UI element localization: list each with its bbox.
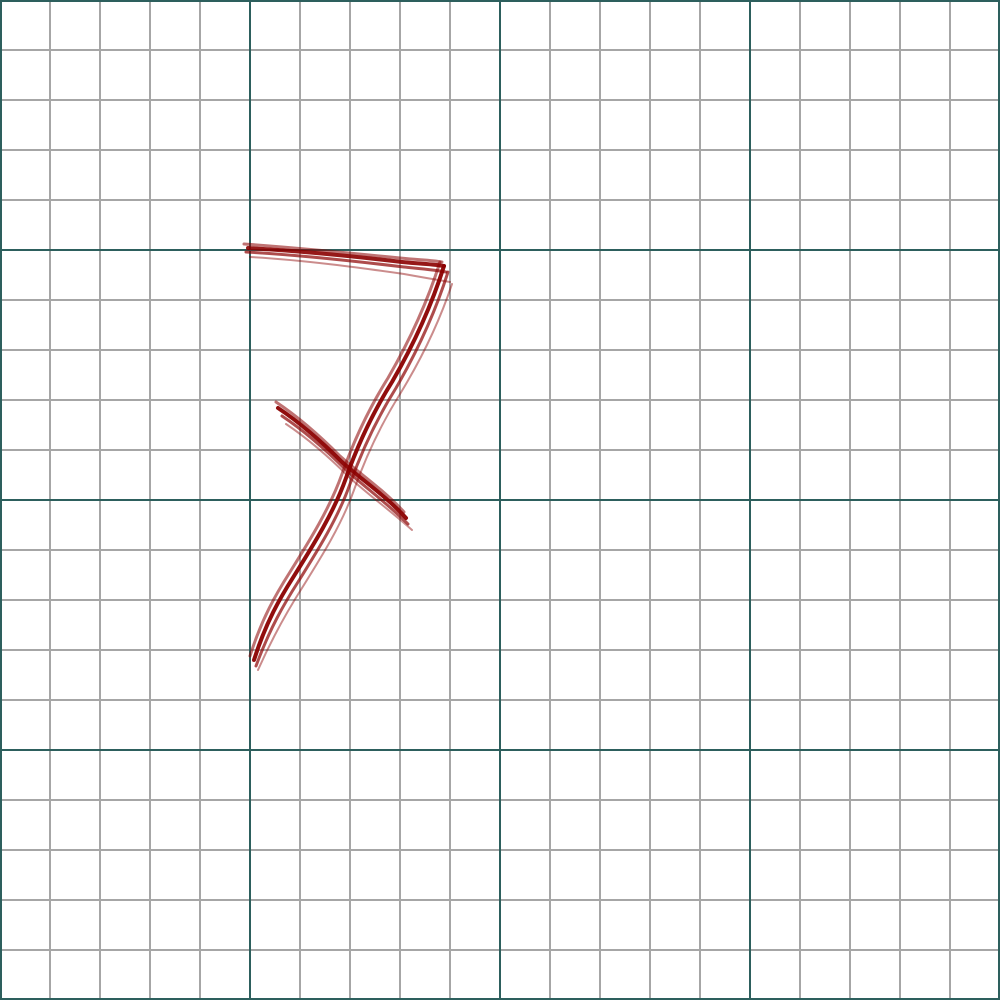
ink-stroke-layer	[274, 400, 406, 514]
ink-stroke-layer	[242, 242, 444, 264]
ink-stroke-layer	[246, 246, 446, 268]
ink-stroke-layer	[257, 283, 453, 671]
seven-diagonal-stroke	[248, 260, 453, 671]
ink-stroke-layer	[276, 406, 408, 520]
ink-stroke-layer	[285, 423, 413, 531]
ink-stroke-layer	[248, 260, 442, 658]
seven-top-bar-stroke	[242, 242, 451, 283]
ink-stroke-layer	[252, 264, 446, 662]
ink-stroke-layer	[280, 414, 410, 526]
ink-stroke-layer	[244, 250, 448, 274]
ink-stroke-layer	[254, 270, 450, 668]
seven-cross-stroke	[274, 400, 413, 531]
